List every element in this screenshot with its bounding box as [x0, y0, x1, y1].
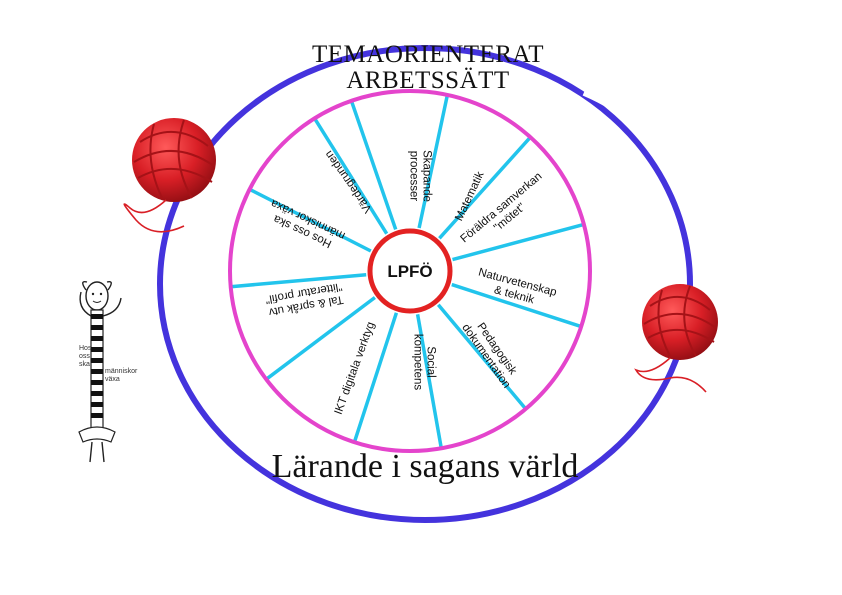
spoke-11: [248, 187, 372, 253]
figure-note-line-2: oss: [79, 353, 90, 360]
segment-label-6-line-1: Social: [425, 346, 437, 377]
spoke-2: [417, 94, 450, 229]
segment-label-10-line-1: Värdegrunden: [323, 148, 375, 215]
spoke-1: [349, 100, 398, 230]
yarn-ball-icon: [634, 284, 718, 393]
segment-label-1-line-1: Skapande: [421, 150, 433, 202]
figure-note-line-3: ska: [79, 361, 90, 368]
spokes: [230, 94, 585, 449]
girl-figure-icon: Hos oss ska människor växa: [78, 280, 138, 463]
center-circle: [367, 228, 453, 314]
title-line-2: ARBETSSÄTT: [346, 67, 509, 94]
title-line-1: TEMAORIENTERAT: [312, 41, 544, 68]
spoke-5: [451, 282, 582, 329]
segment-label-7: IKT digitala verktyg: [333, 320, 378, 416]
segment-label-2-line-1: Matematik: [453, 170, 486, 223]
segment-label-2: Matematik: [453, 170, 486, 223]
segment-label-8: Tal & språk utv"litteratur profil": [264, 280, 344, 318]
figure-note-line-4: människor: [105, 368, 138, 375]
spoke-10: [230, 273, 367, 289]
figure-note-line-1: Hos: [79, 345, 92, 352]
outer-ring-gap: [582, 84, 650, 133]
spoke-6: [436, 303, 528, 411]
segment-label-6-line-2: kompetens: [412, 334, 424, 391]
segment-label-10: Värdegrunden: [323, 148, 375, 215]
spoke-7: [415, 313, 444, 449]
yarn-ball-icon: [123, 118, 216, 233]
figure-note-line-5: växa: [105, 376, 120, 383]
segment-label-1-line-2: processer: [408, 151, 420, 202]
outer-ring: [157, 45, 693, 523]
spoke-12: [313, 117, 389, 235]
bottom-title: Lärande i sagans värld: [272, 448, 579, 485]
spoke-9: [265, 296, 376, 381]
spoke-8: [352, 312, 399, 443]
segment-label-7-line-1: IKT digitala verktyg: [333, 320, 378, 416]
spoke-4: [452, 222, 585, 262]
spoke-3: [438, 136, 532, 240]
middle-ring: [228, 89, 592, 453]
center-label: LPFÖ: [387, 262, 432, 281]
